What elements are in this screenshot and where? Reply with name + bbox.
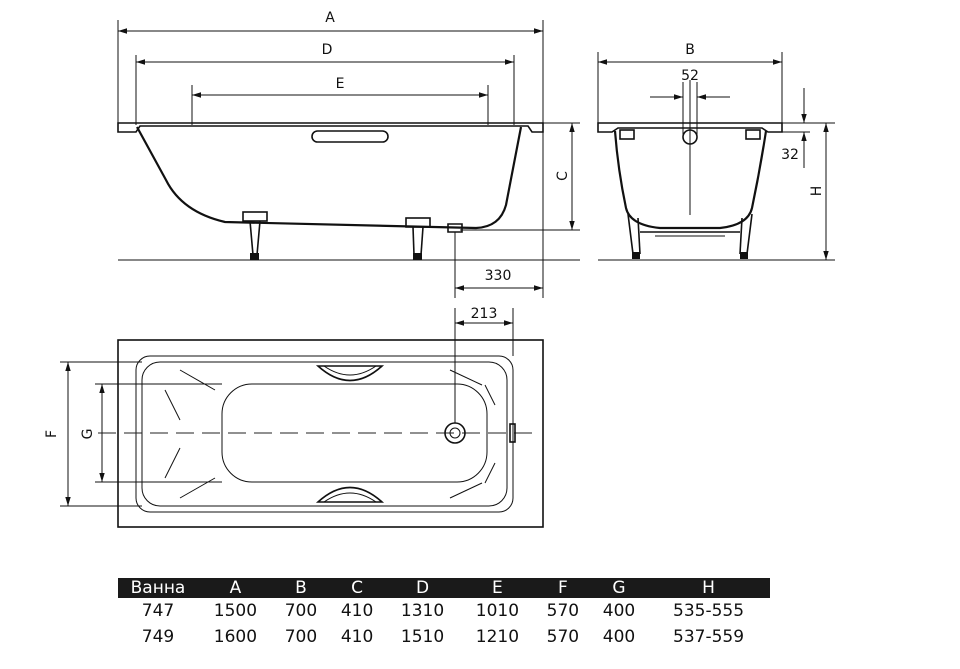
label-a: A xyxy=(325,10,335,26)
side-view xyxy=(117,20,580,298)
table-cell: 747 xyxy=(141,601,175,621)
table-cell: 1510 xyxy=(400,627,445,647)
top-outline xyxy=(117,339,544,528)
label-h: H xyxy=(809,186,825,197)
table-cell: 535-555 xyxy=(673,601,745,621)
side-foot-left xyxy=(242,211,268,260)
table-row: 749 1600 700 410 1510 1210 570 400 537-5… xyxy=(118,624,770,650)
table-header-cell: A xyxy=(198,578,273,598)
top-handle-lower xyxy=(315,486,385,503)
end-view xyxy=(597,52,835,261)
dimensions-table: Ванна A B C D E F G H 747 1500 700 410 1… xyxy=(118,578,770,650)
table-cell: 537-559 xyxy=(673,627,745,647)
table-header-cell: Ванна xyxy=(118,578,198,598)
table-cell: 1310 xyxy=(400,601,445,621)
table-header-cell: B xyxy=(272,578,329,598)
table-cell: 1500 xyxy=(213,601,258,621)
table-header-cell: F xyxy=(534,578,591,598)
top-rim-inner xyxy=(135,355,514,513)
label-330: 330 xyxy=(485,268,512,284)
label-e: E xyxy=(336,76,345,92)
table-cell: 400 xyxy=(602,627,636,647)
side-rim xyxy=(117,122,544,133)
table-cell: 700 xyxy=(284,627,318,647)
table-cell: 570 xyxy=(546,601,580,621)
table-cell: 1010 xyxy=(475,601,520,621)
table-header-cell: E xyxy=(459,578,535,598)
top-handle-upper xyxy=(315,365,385,382)
label-52: 52 xyxy=(681,68,699,84)
label-213: 213 xyxy=(471,306,498,322)
table-cell: 700 xyxy=(284,601,318,621)
table-header-cell: D xyxy=(385,578,460,598)
top-floor xyxy=(221,383,488,483)
table-row: 747 1500 700 410 1310 1010 570 400 535-5… xyxy=(118,598,770,624)
end-foot-right xyxy=(739,213,753,259)
label-32: 32 xyxy=(781,147,799,163)
end-foot-left xyxy=(627,213,641,259)
label-b: B xyxy=(685,42,695,58)
side-tub-body xyxy=(136,126,523,230)
table-cell: 749 xyxy=(141,627,175,647)
top-view xyxy=(60,308,544,528)
table-cell: 410 xyxy=(340,627,374,647)
table-header-cell: H xyxy=(647,578,770,598)
table-header-cell: C xyxy=(328,578,386,598)
label-g: G xyxy=(80,429,96,440)
table-cell: 400 xyxy=(602,601,636,621)
side-handle xyxy=(311,130,389,143)
label-f: F xyxy=(44,430,60,438)
table-header-row: Ванна A B C D E F G H xyxy=(118,578,770,598)
table-header-cell: G xyxy=(590,578,648,598)
label-d: D xyxy=(322,42,333,58)
end-tub-body xyxy=(613,130,768,230)
side-foot-right xyxy=(405,217,431,260)
table-cell: 410 xyxy=(340,601,374,621)
table-cell: 570 xyxy=(546,627,580,647)
table-cell: 1600 xyxy=(213,627,258,647)
table-cell: 1210 xyxy=(475,627,520,647)
label-c: C xyxy=(555,171,571,181)
